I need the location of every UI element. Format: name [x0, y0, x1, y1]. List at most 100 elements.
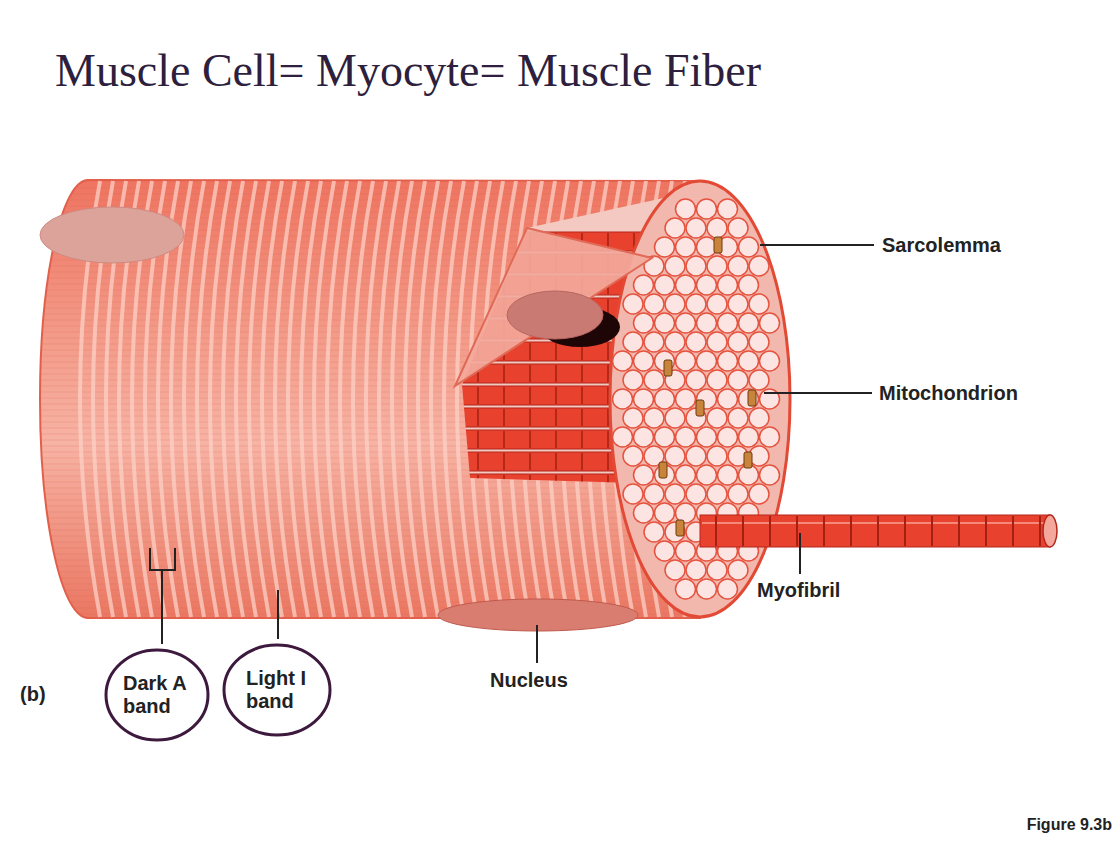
myofibril-end [665, 446, 685, 466]
myofibril-end [760, 313, 780, 333]
myofibril-end [707, 484, 727, 504]
z-line [555, 387, 557, 404]
leader-line [277, 590, 279, 639]
myofibril-end [623, 332, 643, 352]
myofibril-end [728, 294, 748, 314]
myofibril-end [665, 294, 685, 314]
sarcolemma-flap [455, 228, 652, 386]
myofibril-end [749, 484, 769, 504]
myofibril-end [749, 408, 769, 428]
z-line [1039, 516, 1041, 546]
myofibril-end [718, 427, 738, 447]
z-line [607, 343, 609, 360]
leader-line [764, 392, 872, 394]
myofibril-end [634, 427, 654, 447]
myofibril-end [697, 427, 717, 447]
z-line [529, 431, 531, 448]
myofibril-end [644, 332, 664, 352]
z-line [607, 475, 609, 492]
myofibril-end [697, 351, 717, 371]
myofibril-end [655, 313, 675, 333]
z-line [607, 365, 609, 382]
myofibril-end [707, 256, 727, 276]
z-line [581, 365, 583, 382]
z-line [503, 255, 505, 272]
z-line [555, 409, 557, 426]
myofibril-end [707, 446, 727, 466]
myofibril-end [707, 370, 727, 390]
fiber-texture [40, 584, 705, 585]
light-band-stripe [353, 181, 373, 617]
z-line [529, 343, 531, 360]
myofibril-end [655, 275, 675, 295]
myofibril-end [676, 237, 696, 257]
myofibril-end [676, 389, 696, 409]
myofibril-end [644, 294, 664, 314]
myofibril-end [676, 313, 696, 333]
band-circle: Dark A band [104, 648, 210, 742]
band-label: Dark A band [123, 672, 191, 718]
myofibril-end [686, 256, 706, 276]
myofibril-end [718, 275, 738, 295]
circle-outline [224, 645, 330, 735]
light-band-stripe [418, 181, 438, 617]
mitochondrion-shape [744, 452, 752, 468]
myofibril-end [613, 427, 633, 447]
myofibril-side [455, 408, 715, 427]
leader-line [760, 244, 874, 246]
myofibril-end [613, 389, 633, 409]
z-line [529, 387, 531, 404]
z-line [985, 516, 987, 546]
myofibril-end [697, 579, 717, 599]
myofibril-end [728, 484, 748, 504]
z-line [529, 453, 531, 470]
z-line [555, 431, 557, 448]
myofibril-end [739, 427, 759, 447]
z-line [850, 516, 852, 546]
fiber-texture [40, 560, 705, 561]
cutaway-myofibrils [450, 185, 715, 493]
z-line [529, 409, 531, 426]
myofibril-end [665, 256, 685, 276]
light-band-stripe [327, 181, 347, 617]
myofibril-end [686, 370, 706, 390]
nucleus-shape [507, 291, 603, 339]
myofibril-end [697, 199, 717, 219]
mitochondrion-shape [748, 390, 756, 406]
z-line [529, 365, 531, 382]
myofibril-end [707, 294, 727, 314]
mitochondria [659, 237, 756, 536]
light-band-stripe [301, 181, 321, 617]
myofibril-rod-body [700, 515, 1050, 547]
myofibril-end [644, 370, 664, 390]
z-line [877, 516, 879, 546]
myofibril-end [676, 275, 696, 295]
light-band-stripe [340, 181, 360, 617]
figure-number: Figure 9.3b [1027, 816, 1112, 834]
leader-line [799, 533, 801, 574]
myofibril-end [749, 256, 769, 276]
myofibril-end [728, 560, 748, 580]
myofibril-end [623, 370, 643, 390]
myofibril-end [686, 484, 706, 504]
band-circle: Light I band [222, 643, 332, 737]
z-line [503, 453, 505, 470]
z-line [477, 277, 479, 294]
z-line [581, 387, 583, 404]
myofibril-end [655, 389, 675, 409]
rod-end [1043, 515, 1057, 547]
title: Muscle Cell= Myocyte= Muscle Fiber [55, 46, 761, 97]
z-line [477, 431, 479, 448]
myofibril-rod [700, 515, 1057, 547]
z-line [477, 255, 479, 272]
myofibril-end [686, 294, 706, 314]
myofibril-end [718, 313, 738, 333]
myofibril-end [665, 560, 685, 580]
myofibril-end [676, 579, 696, 599]
myofibril-end [665, 408, 685, 428]
myofibril-end [760, 351, 780, 371]
myofibril-end [718, 465, 738, 485]
band-bracket [150, 548, 175, 570]
